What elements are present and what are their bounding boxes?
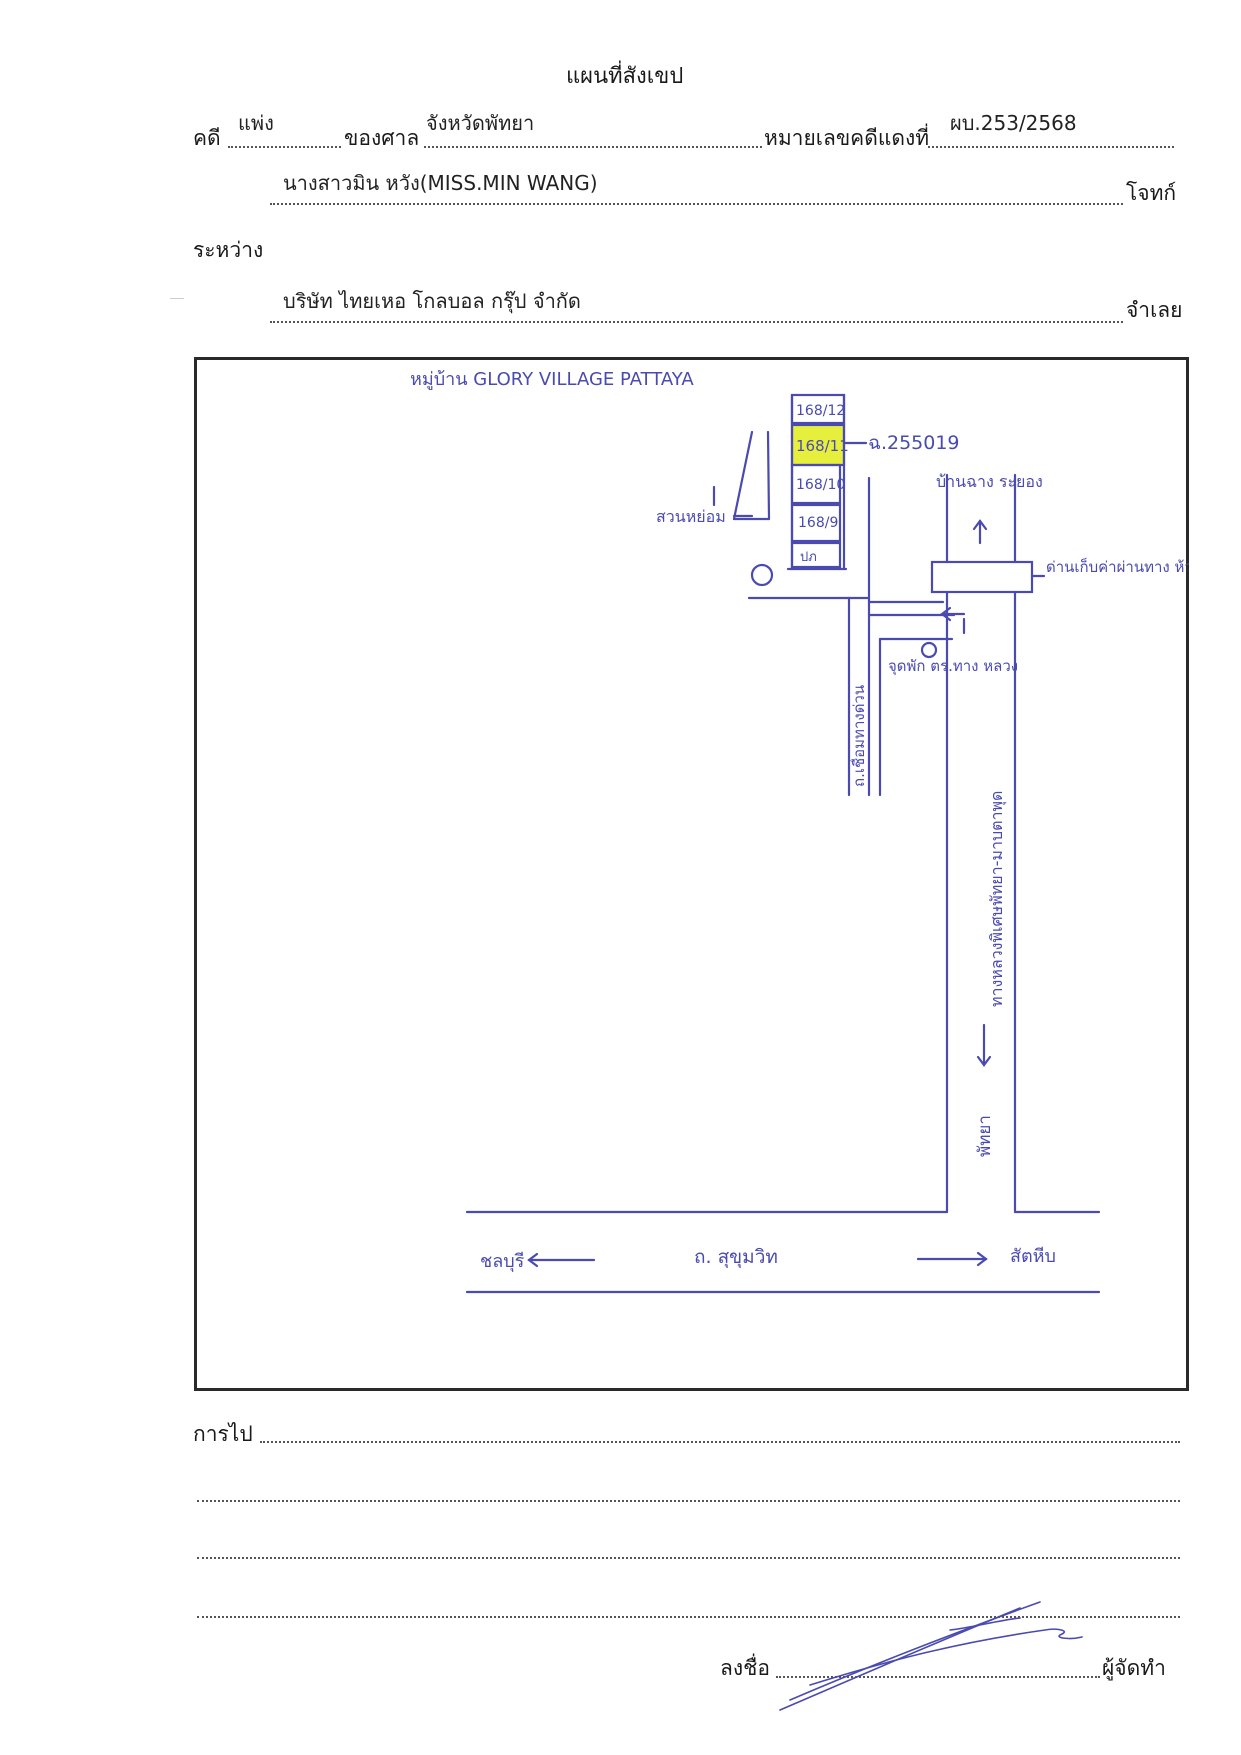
court-dots [424, 146, 762, 148]
house-168-12: 168/12 [796, 403, 845, 419]
case-type-value: แพ่ง [238, 111, 274, 135]
banchang-arrow-head [972, 519, 988, 531]
sukhumvit-label: ถ. สุขุมวิท [694, 1246, 778, 1269]
park-circle [750, 563, 774, 587]
case-type-dots [228, 146, 341, 148]
court-name-value: จังหวัดพัทยา [426, 111, 535, 135]
banchang-label: บ้านฉาง ระยอง [936, 472, 1043, 491]
deed-label: ฉ.255019 [868, 432, 960, 454]
park-label: สวนหย่อม [656, 507, 726, 526]
defendant-dots [270, 321, 1123, 323]
park-wedge-right [766, 430, 771, 521]
red-case-label: หมายเลขคดีแดงที่ [764, 126, 930, 150]
margin-mark [170, 298, 184, 299]
plaintiff-name-value: นางสาวมิน หวัง(MISS.MIN WANG) [283, 171, 598, 195]
directions-label: การไป [193, 1422, 253, 1446]
defendant-label: จำเลย [1126, 298, 1183, 322]
parking-label: จุดพัก ตร.ทาง หลวง [888, 657, 1018, 676]
cholburi-label: ชลบุรี [480, 1251, 525, 1272]
sattahip-label: สัตหีบ [1010, 1246, 1056, 1267]
between-label: ระหว่าง [193, 238, 264, 262]
highway-arrow-head [976, 1055, 992, 1067]
sattahip-arrow-head [976, 1251, 988, 1267]
village-label: หมู่บ้าน GLORY VILLAGE PATTAYA [410, 369, 694, 390]
house-168-9: 168/9 [798, 515, 838, 531]
page-title: แผนที่สังเขป [566, 64, 684, 89]
plaintiff-label: โจทก์ [1126, 181, 1177, 205]
house-168-10: 168/10 [796, 477, 845, 493]
directions-dots-2 [197, 1500, 1180, 1502]
directions-dots-4 [197, 1616, 1180, 1618]
map-drawing: หมู่บ้าน GLORY VILLAGE PATTAYA 168/12 16… [410, 369, 1189, 1294]
case-label: คดี [193, 126, 221, 150]
cholburi-arrow-head [527, 1252, 539, 1268]
toll-label: ด่านเก็บค่าผ่านทาง ห้วยใหญ่ [1046, 557, 1189, 576]
toll-booth [930, 560, 1034, 594]
pattaya-label: พัทยา [975, 1115, 995, 1157]
signature [779, 1601, 1083, 1711]
sign-label: ลงชื่อ [720, 1656, 770, 1680]
preparer-label: ผู้จัดทำ [1102, 1656, 1166, 1680]
utility-label: ปภ [800, 550, 817, 565]
signature-dots [776, 1676, 1100, 1678]
court-label: ของศาล [344, 126, 420, 150]
plaintiff-dots [270, 203, 1123, 205]
directions-dots-3 [197, 1557, 1180, 1559]
sketch-map: หมู่บ้าน GLORY VILLAGE PATTAYA 168/12 16… [194, 357, 1189, 1391]
highway-label: ทางหลวงพิเศษพัทยา-มาบตาพุด [987, 791, 1007, 1007]
house-168-11: 168/11 [796, 437, 849, 455]
red-case-dots [928, 146, 1174, 148]
side-road-label: ถ.เชื่อมทางด่วน [848, 685, 868, 787]
directions-dots-1 [260, 1441, 1180, 1443]
red-case-number-value: ผบ.253/2568 [950, 111, 1077, 135]
parking-circle [920, 641, 938, 659]
defendant-name-value: บริษัท ไทยเหอ โกลบอล กรุ๊ป จำกัด [283, 289, 581, 313]
park-wedge-left [732, 430, 754, 521]
